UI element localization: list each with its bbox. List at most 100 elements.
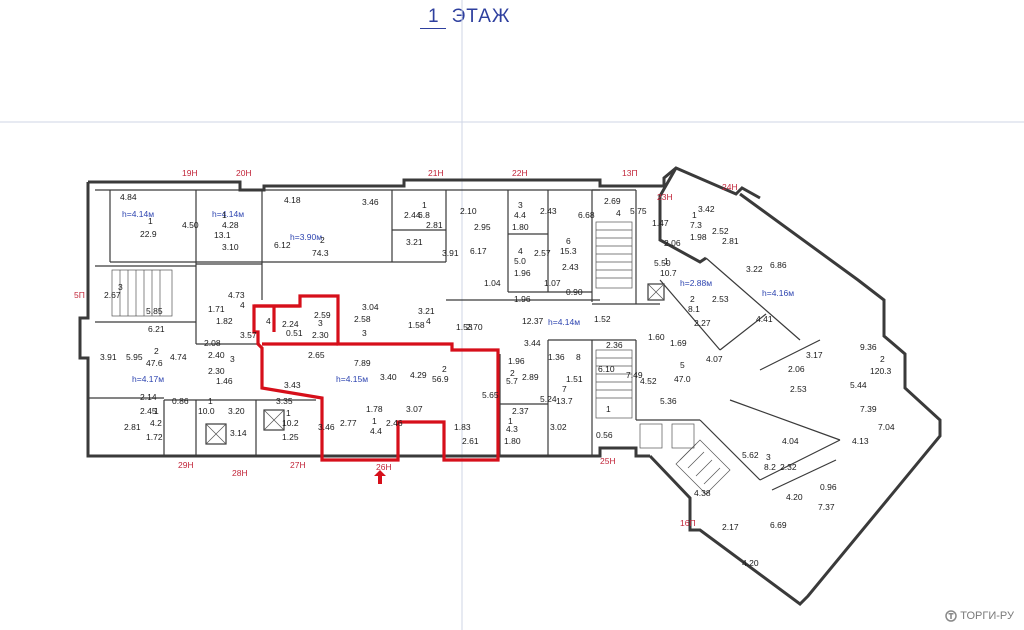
dimension-label: 1 xyxy=(692,210,697,220)
dimension-label: 1.69 xyxy=(670,338,687,348)
dimension-label: 5.7 xyxy=(506,376,518,386)
dimension-label: 7.04 xyxy=(878,422,895,432)
dimension-label: 2.59 xyxy=(314,310,331,320)
dimension-label: 0.96 xyxy=(820,482,837,492)
dimension-label: 2.57 xyxy=(534,248,551,258)
dimension-label: 2.43 xyxy=(562,262,579,272)
dimension-label: 2.44 xyxy=(404,210,421,220)
dimension-label: 2.17 xyxy=(722,522,739,532)
dimension-label: 22.9 xyxy=(140,229,157,239)
dimension-label: 4.20 xyxy=(742,558,759,568)
dimension-label: 4 xyxy=(266,316,271,326)
axis-label: 16П xyxy=(680,518,696,528)
dimension-label: 12.37 xyxy=(522,316,544,326)
dimension-label: 3.57 xyxy=(240,330,257,340)
dimension-label: 1.71 xyxy=(208,304,225,314)
dimension-label: 7.37 xyxy=(818,502,835,512)
dimension-label: 4.73 xyxy=(228,290,245,300)
ceiling-height-label: h=4.14м xyxy=(548,317,580,327)
dimension-label: 1 xyxy=(664,256,669,266)
axis-label: 21Н xyxy=(428,168,444,178)
dimension-label: 2.65 xyxy=(308,350,325,360)
dimension-label: 0.56 xyxy=(596,430,613,440)
dimension-label: 3 xyxy=(118,282,123,292)
dimension-label: 1 xyxy=(148,216,153,226)
dimension-label: 2 xyxy=(442,364,447,374)
dimension-label: 1 xyxy=(286,408,291,418)
elevator-shaft xyxy=(205,423,227,445)
dimension-label: 10.2 xyxy=(282,418,299,428)
dimension-label: 0.90 xyxy=(566,287,583,297)
dimension-label: 3 xyxy=(766,452,771,462)
axis-label: 28Н xyxy=(232,468,248,478)
dimension-label: 3.10 xyxy=(222,242,239,252)
dimension-label: 3.46 xyxy=(318,422,335,432)
axis-label: 29Н xyxy=(178,460,194,470)
dimension-label: 9.36 xyxy=(860,342,877,352)
elevator-shaft xyxy=(639,423,695,449)
dimension-label: 4.29 xyxy=(410,370,427,380)
entrance-arrow xyxy=(374,470,386,484)
dimension-label: 15.3 xyxy=(560,246,577,256)
axis-label: 13П xyxy=(622,168,638,178)
floor-number: 1 xyxy=(420,6,446,29)
dimension-label: 3.21 xyxy=(418,306,435,316)
dimension-label: 3.02 xyxy=(550,422,567,432)
ceiling-height-label: h=4.16м xyxy=(762,288,794,298)
dimension-label: 4.07 xyxy=(706,354,723,364)
dimension-label: 2 xyxy=(154,346,159,356)
dimension-label: 3.04 xyxy=(362,302,379,312)
staircase xyxy=(595,349,633,419)
dimension-label: 2.52 xyxy=(712,226,729,236)
logo-icon xyxy=(945,610,958,622)
dimension-label: 74.3 xyxy=(312,248,329,258)
axis-label: 19Н xyxy=(182,168,198,178)
dimension-label: 1.98 xyxy=(690,232,707,242)
dimension-label: 2.30 xyxy=(208,366,225,376)
staircase xyxy=(595,221,633,289)
interior-walls xyxy=(88,189,841,491)
dimension-label: 4.41 xyxy=(756,314,773,324)
dimension-label: 2.43 xyxy=(540,206,557,216)
dimension-label: 2.53 xyxy=(712,294,729,304)
dimension-label: 13.1 xyxy=(214,230,231,240)
dimension-label: 5.62 xyxy=(742,450,759,460)
dimension-label: 4 xyxy=(240,300,245,310)
dimension-label: 1.96 xyxy=(508,356,525,366)
dimension-label: 2.10 xyxy=(460,206,477,216)
dimension-label: 56.9 xyxy=(432,374,449,384)
dimension-label: 6 xyxy=(566,236,571,246)
dimension-label: 3.17 xyxy=(806,350,823,360)
axis-label: 5П xyxy=(74,290,85,300)
dimension-label: 1.72 xyxy=(146,432,163,442)
dimension-label: 1.04 xyxy=(484,278,501,288)
elevator-shaft xyxy=(647,283,665,301)
dimension-label: 6.8 xyxy=(418,210,430,220)
dimension-label: 10.7 xyxy=(660,268,677,278)
dimension-label: 3.91 xyxy=(442,248,459,258)
dimension-label: 2.32 xyxy=(780,462,797,472)
dimension-label: 2.81 xyxy=(124,422,141,432)
ceiling-height-label: h=4.14м xyxy=(122,209,154,219)
dimension-label: 1.07 xyxy=(544,278,561,288)
dimension-label: 4.2 xyxy=(150,418,162,428)
dimension-label: 3.20 xyxy=(228,406,245,416)
dimension-label: 1 xyxy=(222,210,227,220)
dimension-label: 5 xyxy=(680,360,685,370)
dimension-label: 1.58 xyxy=(408,320,425,330)
axis-label: 22Н xyxy=(512,168,528,178)
dimension-label: 6.69 xyxy=(770,520,787,530)
dimension-label: 2.08 xyxy=(204,338,221,348)
dimension-label: 2 xyxy=(880,354,885,364)
axis-label: 26Н xyxy=(376,462,392,472)
dimension-label: 2.67 xyxy=(104,290,121,300)
dimension-label: 0.86 xyxy=(172,396,189,406)
dimension-label: 47.0 xyxy=(674,374,691,384)
dimension-label: 7 xyxy=(562,384,567,394)
dimension-label: 1 xyxy=(154,406,159,416)
dimension-label: 4.3 xyxy=(506,424,518,434)
dimension-label: 10.0 xyxy=(198,406,215,416)
dimension-label: 3.43 xyxy=(284,380,301,390)
